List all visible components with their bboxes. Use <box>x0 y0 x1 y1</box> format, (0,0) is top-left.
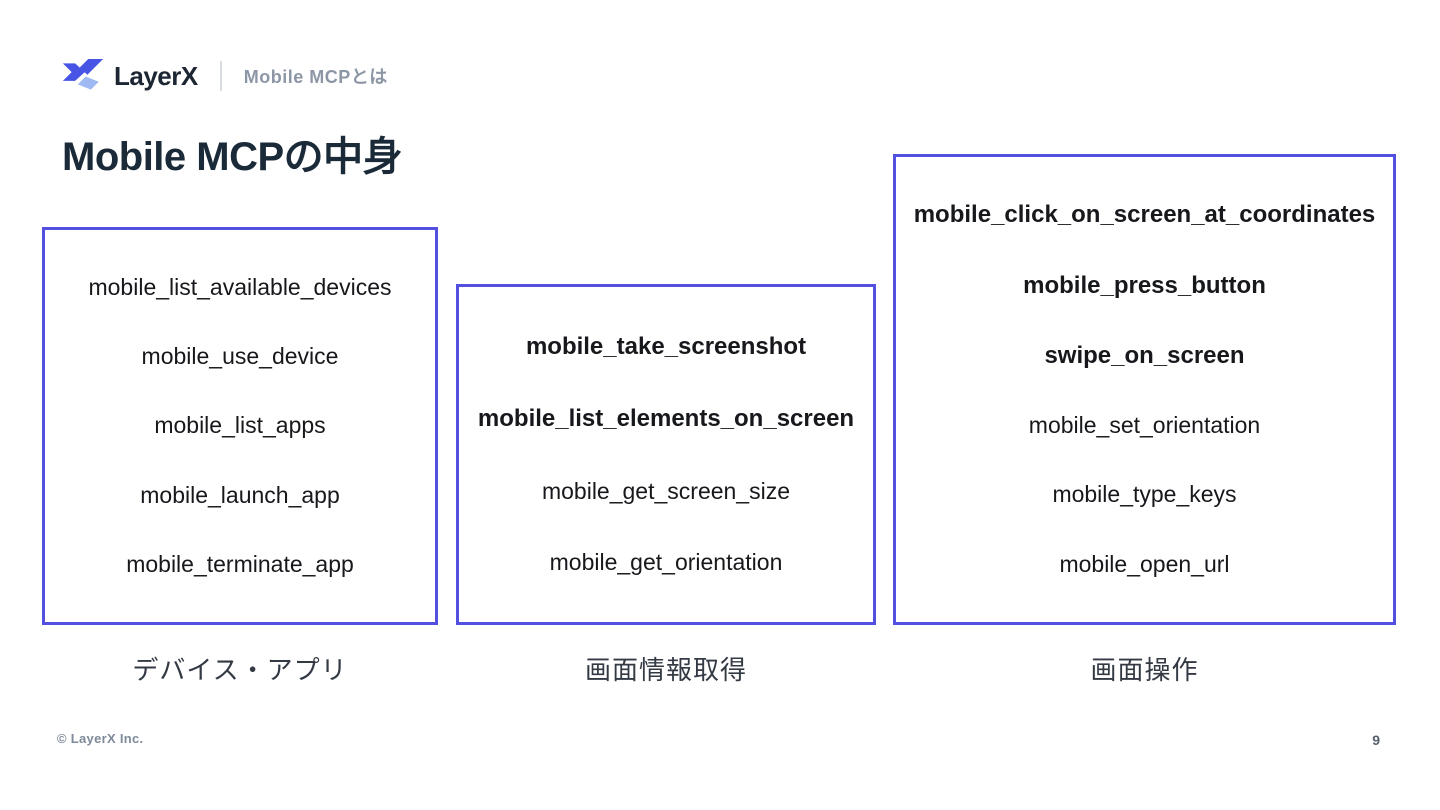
page-number: 9 <box>1372 732 1380 748</box>
tool-item: mobile_list_available_devices <box>88 274 392 301</box>
tool-item: mobile_type_keys <box>1052 481 1237 508</box>
tool-item: mobile_get_orientation <box>549 548 783 575</box>
tool-item: mobile_get_screen_size <box>541 477 791 504</box>
tool-item: mobile_click_on_screen_at_coordinates <box>913 201 1376 229</box>
layerx-logo-icon <box>62 58 104 90</box>
brand-name: LayerX <box>114 60 198 91</box>
footer-copyright: © LayerX Inc. <box>57 731 144 746</box>
tool-box-device-app: mobile_list_available_devices mobile_use… <box>42 227 438 625</box>
tool-item: mobile_list_apps <box>154 412 326 439</box>
tool-item: mobile_press_button <box>1023 271 1266 299</box>
tool-box-screen-operation: mobile_click_on_screen_at_coordinates mo… <box>893 154 1396 625</box>
caption-device-app: デバイス・アプリ <box>132 655 348 685</box>
tool-item: mobile_terminate_app <box>126 550 354 577</box>
caption-screen-operation: 画面操作 <box>1090 655 1199 685</box>
tool-item: mobile_set_orientation <box>1028 412 1261 439</box>
header-subtitle: Mobile MCPとは <box>243 67 388 87</box>
tool-item: mobile_use_device <box>141 343 339 370</box>
tool-item: swipe_on_screen <box>1044 341 1245 369</box>
tool-item: mobile_open_url <box>1059 550 1230 577</box>
tool-box-screen-info: mobile_take_screenshot mobile_list_eleme… <box>456 284 876 625</box>
tool-item: mobile_take_screenshot <box>525 333 807 361</box>
header-divider <box>219 61 222 91</box>
tool-item: mobile_launch_app <box>140 481 340 508</box>
header: LayerX Mobile MCPとは <box>62 55 388 97</box>
caption-screen-info: 画面情報取得 <box>584 655 747 685</box>
tool-item: mobile_list_elements_on_screen <box>477 405 855 433</box>
page-title: Mobile MCPの中身 <box>62 135 403 179</box>
